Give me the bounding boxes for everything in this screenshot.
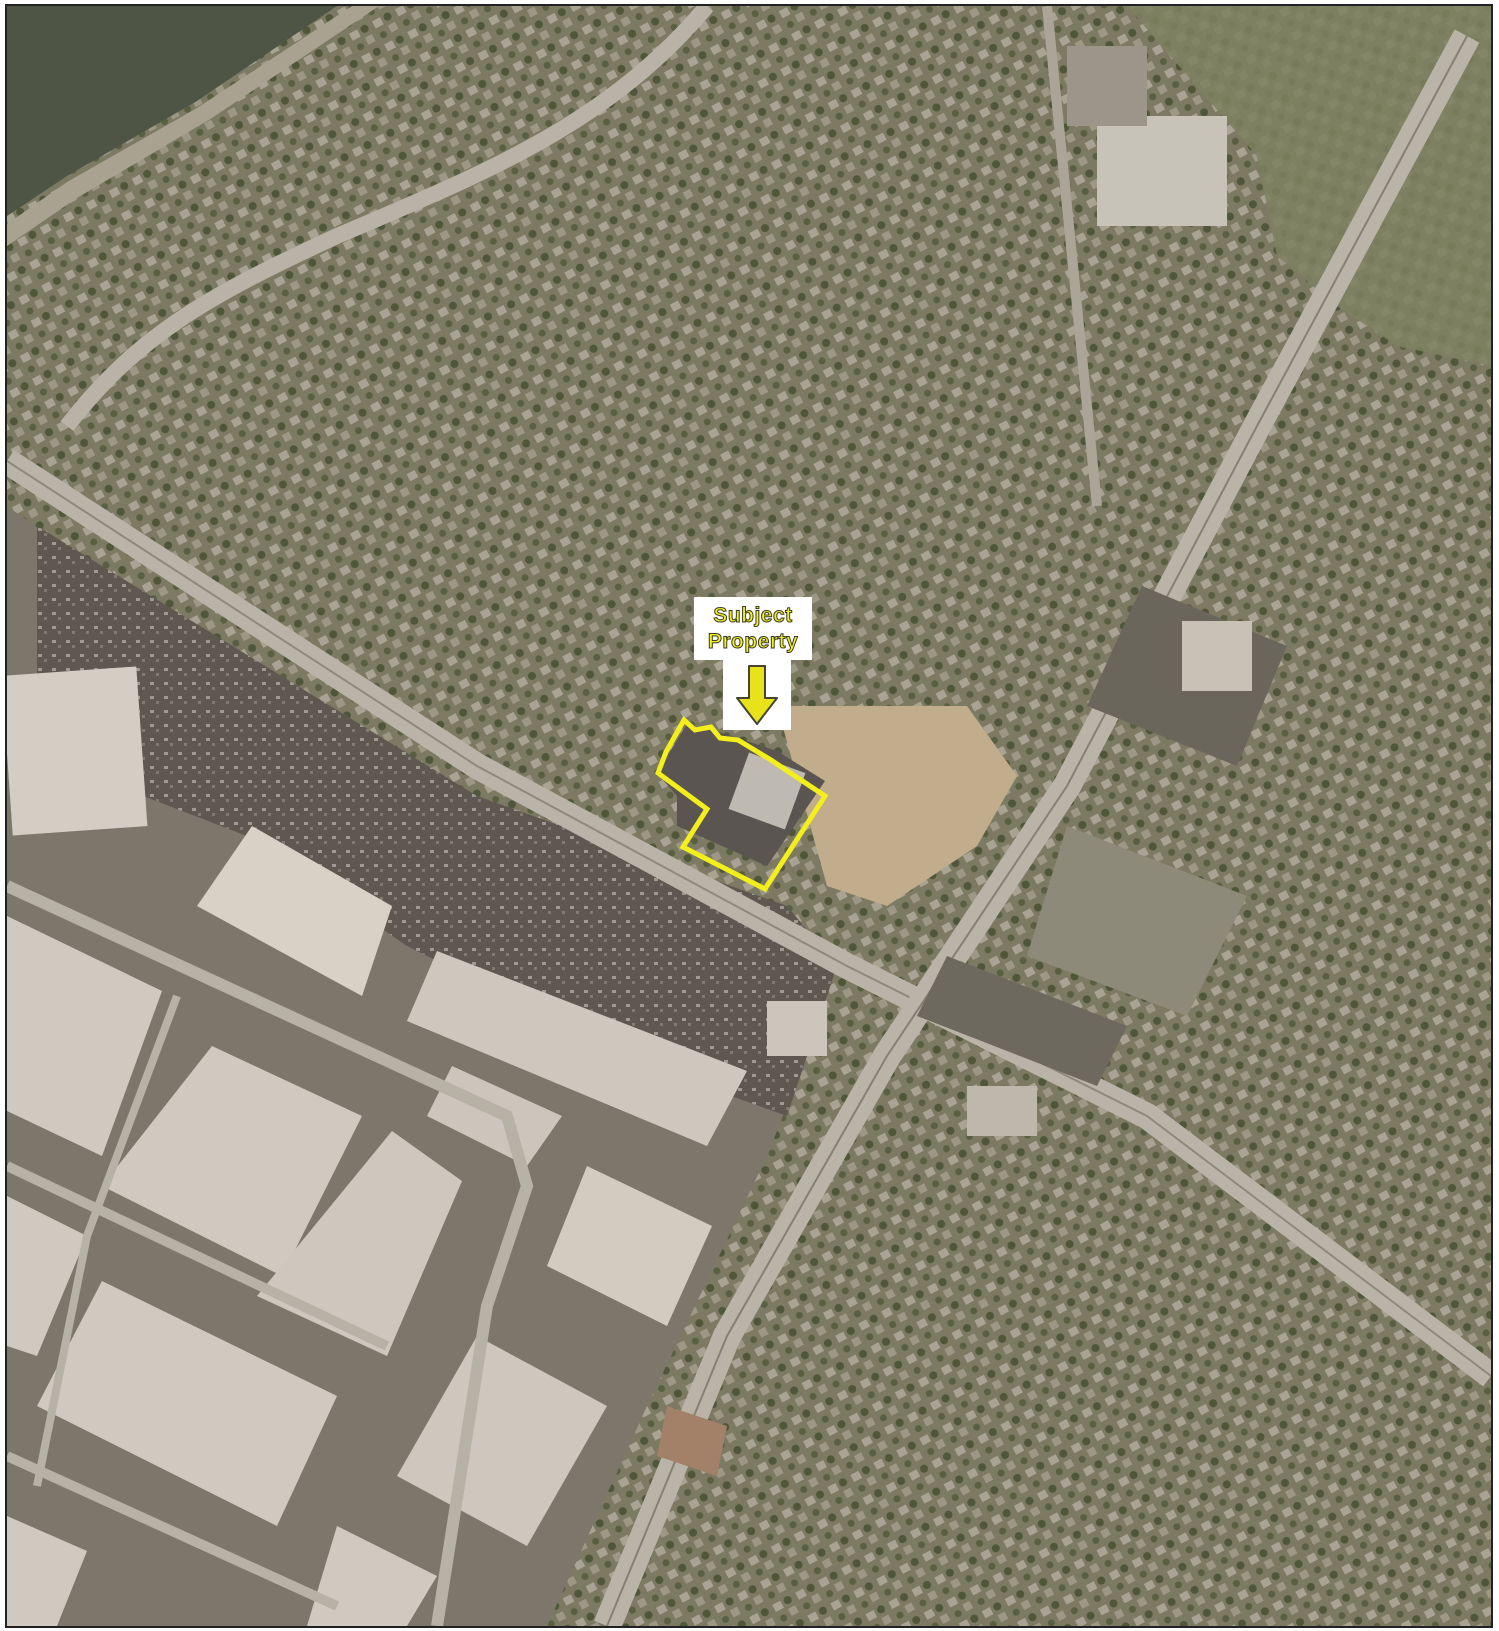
industrial-road [7, 880, 534, 1626]
warehouse [197, 826, 392, 996]
warehouse [547, 1166, 712, 1326]
school-lot [1067, 46, 1147, 126]
warehouse [307, 1526, 437, 1626]
label-line-1: Subject [713, 603, 793, 627]
commercial-building [967, 1086, 1037, 1136]
north-street [1042, 6, 1102, 507]
warehouse [102, 1046, 362, 1276]
warehouse [7, 666, 148, 836]
main-avenue-median [7, 460, 1491, 1377]
river-water [7, 6, 337, 216]
parking-lot [37, 526, 837, 1116]
aerial-map-frame: Subject Property [5, 4, 1493, 1628]
school-buildings [1097, 116, 1227, 226]
industrial-road [33, 994, 181, 1487]
arrow-down-icon [723, 660, 791, 730]
subject-property-boundary [654, 716, 829, 893]
industrial-road [7, 1451, 340, 1611]
aerial-map [7, 6, 1491, 1626]
warehouse [767, 1001, 827, 1056]
commercial-lot [1027, 826, 1247, 1016]
warehouse [7, 1196, 87, 1356]
warehouse [257, 1131, 462, 1356]
commercial-lot [917, 956, 1127, 1086]
warehouse [7, 1516, 87, 1626]
subject-property-label: Subject Property [694, 597, 812, 660]
park-area [1127, 6, 1491, 366]
warehouse [7, 916, 162, 1156]
label-line-2: Property [707, 629, 799, 653]
commercial-building [1182, 621, 1252, 691]
levee-path [7, 6, 379, 246]
curved-road [60, 6, 714, 431]
church-building [657, 1406, 727, 1476]
warehouse [397, 1336, 607, 1546]
warehouse [407, 951, 747, 1146]
warehouse [37, 1281, 337, 1526]
boulevard-median [606, 35, 1468, 1626]
dirt-lot [777, 706, 1017, 906]
industrial-road [7, 1161, 390, 1351]
